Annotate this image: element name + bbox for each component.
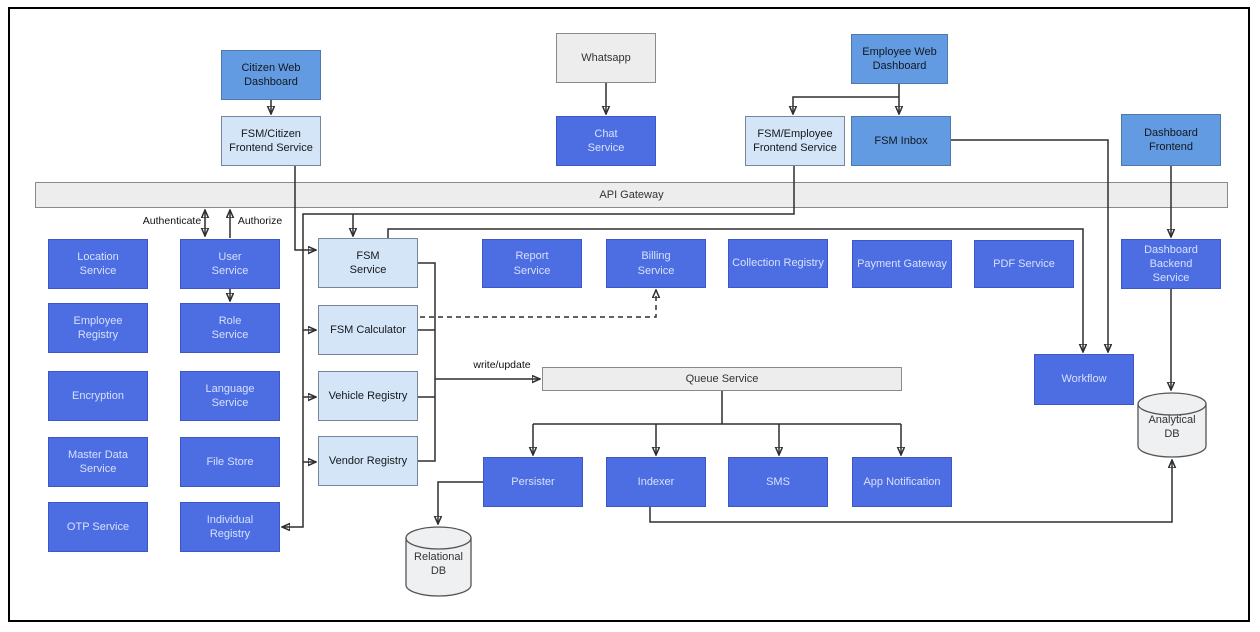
node-label: Encryption [72,389,124,402]
node-label: Language Service [205,382,255,409]
node-label: FSM Service [349,249,387,276]
node-label: Report Service [513,250,551,277]
edge-label-authenticate: Authenticate [142,215,202,227]
edge-gateway-to-individual-registry [282,166,795,527]
node-label: SMS [766,475,790,488]
node-relational-db: Relational DB [405,526,472,597]
edge-calculator-to-billing [420,290,656,318]
node-label: Persister [511,475,555,488]
node-label: FSM Calculator [330,323,406,336]
node-whatsapp: Whatsapp [556,33,656,83]
node-label: Individual Registry [206,513,254,540]
edge-queue-fanout [533,391,901,425]
node-fsm-inbox: FSM Inbox [851,116,951,166]
node-employee-web-dashboard: Employee Web Dashboard [851,34,948,84]
node-queue-service: Queue Service [542,367,902,391]
node-vendor-registry: Vendor Registry [318,436,418,486]
node-label: Employee Registry [73,314,123,341]
node-label: PDF Service [993,257,1055,270]
node-label: Queue Service [685,372,759,385]
node-label: Collection Registry [732,257,824,270]
node-master-data-service: Master Data Service [48,437,148,487]
node-language-service: Language Service [180,371,280,421]
edge-employee-dashboard-to-frontend [793,96,899,114]
node-label: Citizen Web Dashboard [241,61,301,88]
node-label: Dashboard Frontend [1144,126,1198,153]
node-label: File Store [206,455,254,468]
node-label: Relational DB [414,550,463,577]
node-label: Role Service [211,314,249,341]
node-fsm-calculator: FSM Calculator [318,305,418,355]
database-cylinder-icon [1137,392,1207,458]
diagram-border [8,7,1250,622]
node-label: Workflow [1061,373,1107,386]
edge-label-authorize: Authorize [237,215,283,227]
node-label: FSM/Citizen Frontend Service [229,127,313,154]
node-billing-service: Billing Service [606,239,706,288]
node-user-service: User Service [180,239,280,289]
node-label: Whatsapp [581,51,631,64]
node-label: Indexer [637,475,675,488]
edge-label-write-update: write/update [473,359,531,371]
node-individual-registry: Individual Registry [180,502,280,552]
node-indexer: Indexer [606,457,706,507]
node-label: App Notification [863,475,941,488]
node-label: Analytical DB [1148,413,1196,441]
node-dashboard-frontend: Dashboard Frontend [1121,114,1221,166]
node-otp-service: OTP Service [48,502,148,552]
node-vehicle-registry: Vehicle Registry [318,371,418,421]
edge-citizen-frontend-to-fsm-service [294,166,316,250]
node-location-service: Location Service [48,239,148,289]
node-citizen-web-dashboard: Citizen Web Dashboard [221,50,321,100]
node-payment-gateway: Payment Gateway [852,240,952,288]
database-cylinder-icon [405,526,472,597]
node-fsm-service: FSM Service [318,238,418,288]
node-label: FSM/Employee Frontend Service [753,127,837,154]
node-label: Billing Service [637,250,675,277]
node-role-service: Role Service [180,303,280,353]
node-label: Master Data Service [68,448,128,475]
edge-persister-to-relational-db [438,481,483,524]
node-label: Vendor Registry [328,454,408,467]
node-label: Dashboard Backend Service [1144,243,1198,285]
node-label: Payment Gateway [857,257,947,270]
node-sms: SMS [728,457,828,507]
edge-indexer-to-analytical-db [649,460,1172,523]
node-employee-registry: Employee Registry [48,303,148,353]
node-persister: Persister [483,457,583,507]
node-label: Employee Web Dashboard [862,45,937,72]
node-report-service: Report Service [482,239,582,288]
node-file-store: File Store [180,437,280,487]
node-workflow: Workflow [1034,354,1134,405]
node-encryption: Encryption [48,371,148,421]
node-label: OTP Service [66,520,130,533]
node-label: Location Service [77,250,119,277]
node-pdf-service: PDF Service [974,240,1074,288]
node-fsm-citizen-frontend-service: FSM/Citizen Frontend Service [221,116,321,166]
node-fsm-employee-frontend-service: FSM/Employee Frontend Service [745,116,845,166]
edge-fsm-right-bus [418,262,436,462]
node-label: Chat Service [587,127,625,154]
node-analytical-db: Analytical DB [1137,392,1207,458]
node-label: API Gateway [599,188,664,201]
node-app-notification: App Notification [852,457,952,507]
node-label: Vehicle Registry [328,389,408,402]
edge-fsm-service-to-workflow [387,228,1083,352]
node-dashboard-backend-service: Dashboard Backend Service [1121,239,1221,289]
node-collection-registry: Collection Registry [728,239,828,288]
edge-fsm-inbox-to-workflow [951,139,1108,352]
node-api-gateway: API Gateway [35,182,1228,208]
node-chat-service: Chat Service [556,116,656,166]
node-label: FSM Inbox [874,134,928,147]
node-label: User Service [211,250,249,277]
